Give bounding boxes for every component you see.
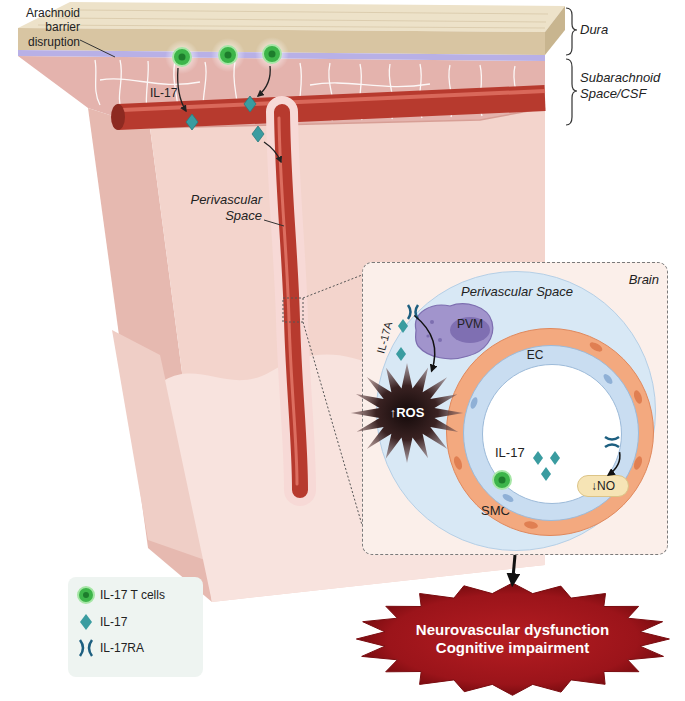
granule	[426, 334, 429, 337]
vessel-highlight	[122, 91, 545, 110]
outcome-starburst: Neurovascular dysfunction Cognitive impa…	[355, 583, 670, 695]
smc-cell	[632, 389, 643, 405]
vessel-highlight	[279, 118, 297, 484]
legend-receptor	[80, 640, 92, 656]
node-label: Brain	[599, 272, 659, 288]
il17-molecule	[550, 451, 560, 465]
vessel-lumen: IL-17↓NO	[482, 364, 622, 504]
t-cell-nucleus	[225, 52, 232, 59]
il17ra-receptor	[408, 305, 418, 319]
annotation-label: Subarachnoid Space/CSF	[580, 70, 680, 101]
perivascular-sheath	[282, 112, 300, 490]
ros-burst-shape	[351, 363, 464, 463]
nitric-oxide-pill: ↓NO	[577, 475, 629, 497]
t-cell	[173, 48, 191, 66]
il17-molecule	[541, 467, 551, 481]
legend-t-cell	[78, 587, 94, 603]
diffusion-arrow	[264, 142, 281, 162]
diffusion-arrow	[178, 68, 186, 111]
connector-arrow	[513, 555, 516, 583]
dura-brace	[566, 8, 577, 55]
trabecula	[310, 83, 430, 87]
annotation-label: Dura	[580, 22, 608, 38]
trabecula	[100, 79, 200, 84]
node-label: IL-17	[495, 445, 541, 461]
penetrating-vessel	[282, 112, 300, 490]
t-cell	[493, 471, 511, 489]
il17-molecule	[398, 319, 408, 333]
connector-arrow	[608, 452, 620, 475]
il17-molecule	[533, 451, 543, 465]
ec-nucleus	[501, 492, 514, 503]
dura-top	[18, 2, 565, 32]
leader-line	[264, 220, 284, 226]
ec-nucleus	[602, 372, 614, 385]
node-label: EC	[520, 348, 550, 362]
diffusion-arrow	[258, 66, 270, 96]
smc-cell	[523, 520, 538, 529]
il17-molecule	[396, 347, 406, 361]
granule	[438, 338, 442, 342]
ros-starburst: ↑ROS	[351, 363, 463, 463]
macrophage-nucleus	[450, 317, 490, 343]
barrier-glow	[211, 38, 245, 72]
annotation-label: Arachnoid barrier disruption	[0, 6, 80, 49]
dura-edge	[545, 6, 565, 55]
smooth-muscle-ring: SMCECIL-17↓NO	[446, 328, 654, 536]
perivascular-macrophage: PVM	[410, 300, 495, 362]
ec-nucleus	[469, 396, 479, 409]
il17ra-receptor	[605, 437, 619, 447]
node-label: ↑ROS	[377, 405, 437, 421]
smc-cell	[588, 340, 604, 353]
zoom-frame	[283, 298, 303, 322]
annotation-label: IL-17	[150, 86, 177, 100]
outcome-burst-shape	[356, 583, 669, 695]
trabecula	[95, 60, 100, 105]
inset-box: BrainPerivascular SpacePVMSMCECIL-17↓NO↑…	[362, 262, 668, 555]
t-cell	[263, 45, 281, 63]
annotation-label: IL-17A	[373, 317, 396, 359]
vessel-end	[111, 104, 125, 130]
node-label: Perivascular Space	[442, 284, 592, 300]
subarachnoid-brace	[566, 59, 577, 125]
legend-label: IL-17	[100, 615, 127, 629]
il17-molecule	[186, 114, 198, 130]
smc-cell	[632, 455, 643, 471]
t-cell-nucleus	[499, 477, 506, 484]
annotation-label: Perivascular Space	[170, 192, 262, 223]
node-label: Neurovascular dysfunction Cognitive impa…	[398, 621, 628, 657]
dura-fibers	[38, 10, 548, 28]
t-cell	[219, 46, 237, 64]
endothelial-ring: ECIL-17↓NO	[463, 345, 639, 521]
connector-arrow	[414, 316, 435, 372]
legend-box	[68, 577, 203, 677]
legend-label: IL-17RA	[100, 641, 144, 655]
granule	[430, 320, 434, 324]
barrier-glow	[165, 40, 199, 74]
node-label: PVM	[450, 317, 490, 331]
smc-cell	[452, 455, 463, 471]
zoom-line	[303, 275, 362, 525]
leader-line	[80, 40, 115, 57]
il17-molecule	[252, 126, 264, 142]
legend-label: IL-17 T cells	[100, 588, 165, 602]
t-cell-nucleus	[269, 51, 276, 58]
t-cell-nucleus	[179, 54, 186, 61]
legend-t-cell-nucleus	[83, 592, 89, 598]
barrier-glow	[255, 37, 289, 71]
il17-molecule	[244, 96, 256, 112]
node-label: ↓NO	[578, 479, 628, 493]
legend-il17	[80, 614, 92, 630]
macrophage-body	[415, 304, 492, 359]
